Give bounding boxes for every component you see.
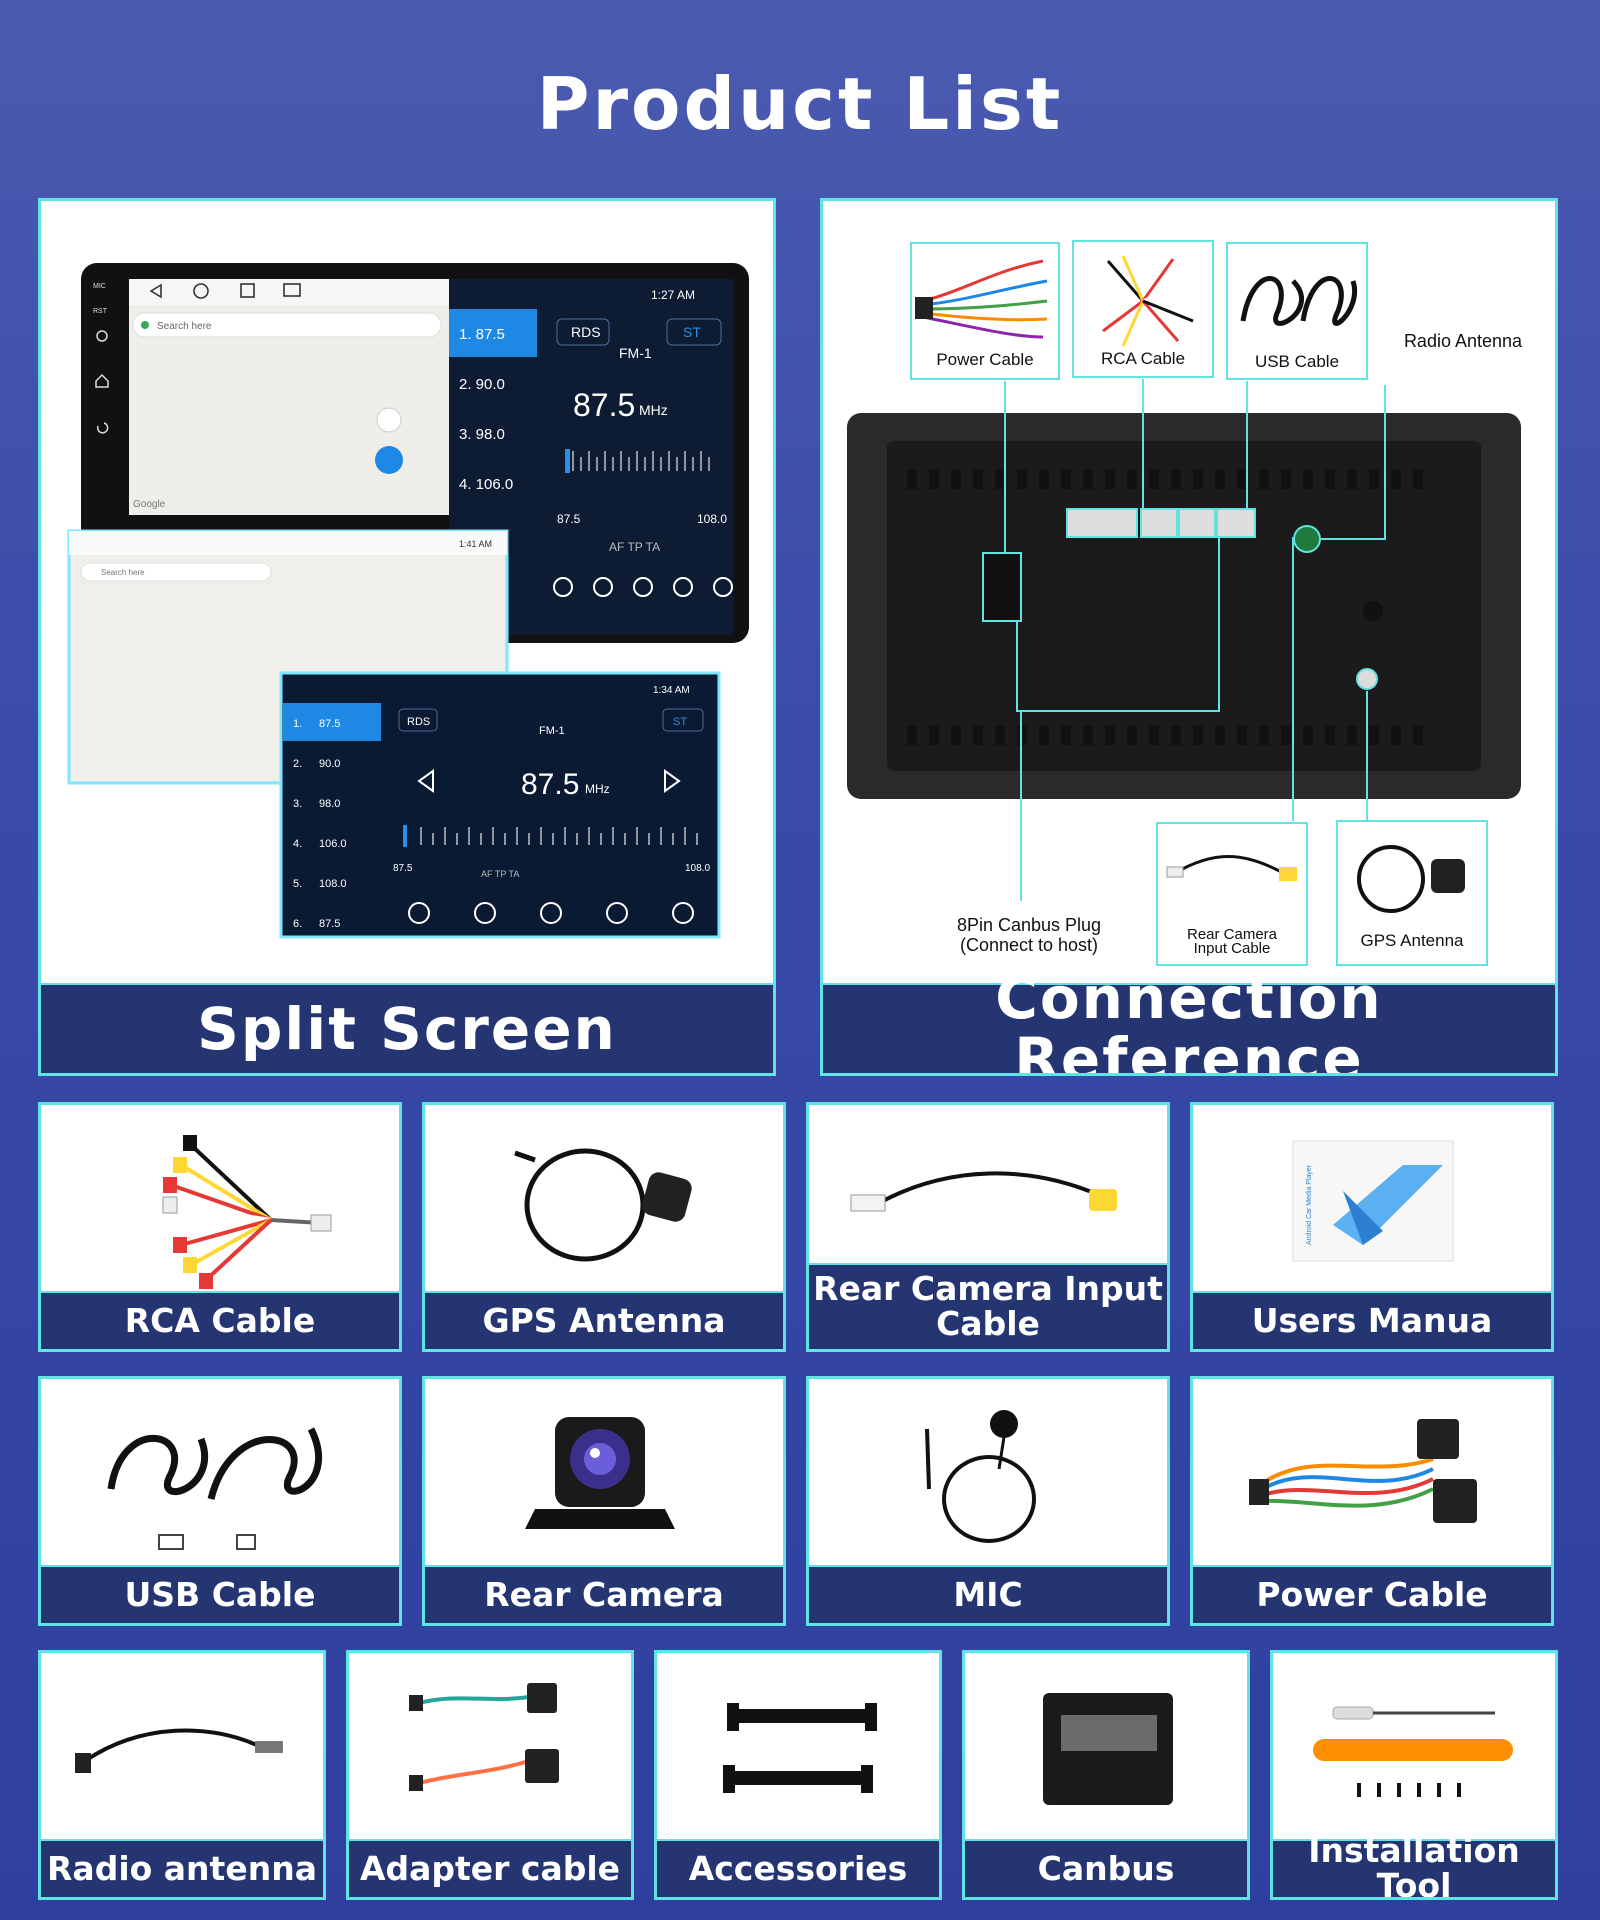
installation-tool-label: Installation Tool: [1273, 1834, 1555, 1897]
canbus-label: Canbus: [965, 1839, 1247, 1897]
accessories-label: Accessories: [657, 1839, 939, 1897]
preset3-idx-4: 4.: [293, 838, 302, 850]
gps-antenna-image: [425, 1105, 783, 1295]
manual-cover-text: Android Car Media Player: [1306, 1164, 1313, 1245]
product-gps-antenna: GPS Antenna: [422, 1102, 786, 1352]
page-title: Product List: [536, 62, 1064, 146]
freq-min-3: 87.5: [393, 863, 413, 874]
freq-unit-3: MHz: [585, 782, 610, 796]
preset3-val-4[interactable]: 106.0: [319, 838, 347, 850]
google-logo: Google: [133, 499, 166, 510]
clock-2: 1:41 AM: [459, 539, 492, 549]
conn-power-label: Power Cable: [936, 350, 1033, 369]
installation-tool-image: [1273, 1653, 1555, 1843]
preset3-idx-5: 5.: [293, 878, 302, 890]
radio-antenna-image: [41, 1653, 323, 1843]
product-canbus: Canbus: [962, 1650, 1250, 1900]
users-manual-image: Android Car Media Player: [1193, 1105, 1551, 1295]
conn-rearcam-label-1: Rear Camera: [1187, 926, 1278, 943]
connection-reference-card: Power Cable RCA Cable USB Cable Radio An…: [820, 198, 1558, 1076]
preset-3[interactable]: 3. 98.0: [459, 426, 505, 443]
split-screen-card: MIC RST Search here Google 1:27 AM 1. 87…: [38, 198, 776, 1076]
clock-1: 1:27 AM: [651, 288, 695, 302]
rds-button-1[interactable]: RDS: [571, 324, 601, 340]
preset3-idx-3: 3.: [293, 798, 302, 810]
clock-3: 1:34 AM: [653, 685, 690, 696]
radio-antenna-label: Radio antenna: [41, 1839, 323, 1897]
preset3-val-6[interactable]: 87.5: [319, 918, 340, 930]
conn-rearcam-label-2: Input Cable: [1194, 940, 1271, 957]
preset3-val-1[interactable]: 87.5: [319, 718, 340, 730]
freq-min-1: 87.5: [557, 512, 581, 526]
product-radio-antenna: Radio antenna: [38, 1650, 326, 1900]
freq-display-3: 87.5: [521, 768, 579, 801]
conn-gps-label: GPS Antenna: [1360, 931, 1464, 950]
band-label-3: FM-1: [539, 725, 565, 737]
product-users-manual: Android Car Media Player Users Manua: [1190, 1102, 1554, 1352]
rear-camera-label: Rear Camera: [425, 1565, 783, 1623]
product-rear-camera-input-cable: Rear Camera Input Cable: [806, 1102, 1170, 1352]
adapter-cable-image: [349, 1653, 631, 1843]
connection-diagram: Power Cable RCA Cable USB Cable Radio An…: [823, 201, 1555, 981]
preset3-idx-1: 1.: [293, 718, 302, 730]
rst-label: RST: [93, 308, 108, 315]
st-button-3[interactable]: ST: [673, 716, 687, 728]
rear-camera-cable-image: [809, 1105, 1167, 1275]
product-rca-cable: RCA Cable: [38, 1102, 402, 1352]
mic-label: MIC: [93, 283, 106, 290]
product-power-cable: Power Cable: [1190, 1376, 1554, 1626]
band-label-1: FM-1: [619, 345, 652, 361]
rds-flags-3: AF TP TA: [481, 869, 519, 879]
product-rear-camera: Rear Camera: [422, 1376, 786, 1626]
next-station-icon[interactable]: [664, 769, 681, 793]
preset3-idx-6: 6.: [293, 918, 302, 930]
usb-cable-image: [41, 1379, 399, 1569]
conn-rca-label: RCA Cable: [1101, 349, 1185, 368]
power-cable-label: Power Cable: [1193, 1565, 1551, 1623]
preset3-val-2[interactable]: 90.0: [319, 758, 340, 770]
users-manual-label: Users Manua: [1193, 1291, 1551, 1349]
preset3-val-5[interactable]: 108.0: [319, 878, 347, 890]
conn-radio-label: Radio Antenna: [1404, 331, 1523, 351]
rca-cable-image: [41, 1105, 399, 1295]
power-cable-image: [1193, 1379, 1551, 1569]
preset-2[interactable]: 2. 90.0: [459, 376, 505, 393]
preset3-val-3[interactable]: 98.0: [319, 798, 340, 810]
mic-image: [809, 1379, 1167, 1569]
product-usb-cable: USB Cable: [38, 1376, 402, 1626]
rds-flags-1: AF TP TA: [609, 540, 660, 554]
conn-canbus-label-2: (Connect to host): [960, 935, 1098, 955]
accessories-image: [657, 1653, 939, 1843]
product-accessories: Accessories: [654, 1650, 942, 1900]
st-button-1[interactable]: ST: [683, 324, 701, 340]
preset-4[interactable]: 4. 106.0: [459, 476, 513, 493]
usb-cable-label: USB Cable: [41, 1565, 399, 1623]
mic-label: MIC: [809, 1565, 1167, 1623]
map-search-input-2[interactable]: Search here: [101, 568, 145, 577]
rca-cable-label: RCA Cable: [41, 1291, 399, 1349]
adapter-cable-label: Adapter cable: [349, 1839, 631, 1897]
rds-button-3[interactable]: RDS: [407, 716, 430, 728]
canbus-image: [965, 1653, 1247, 1843]
preset-1[interactable]: 1. 87.5: [459, 326, 505, 343]
freq-max-3: 108.0: [685, 863, 710, 874]
map-search-input[interactable]: Search here: [157, 321, 212, 332]
product-adapter-cable: Adapter cable: [346, 1650, 634, 1900]
connection-reference-label: Connection Reference: [823, 968, 1555, 1073]
rear-camera-input-cable-label: Rear Camera Input Cable: [809, 1263, 1167, 1349]
preset3-idx-2: 2.: [293, 758, 302, 770]
gps-antenna-label: GPS Antenna: [425, 1291, 783, 1349]
split-screen-label: Split Screen: [41, 983, 773, 1073]
prev-station-icon[interactable]: [417, 769, 434, 793]
split-screen-illustration: MIC RST Search here Google 1:27 AM 1. 87…: [41, 201, 773, 981]
freq-unit-1: MHz: [639, 402, 668, 418]
product-installation-tool: Installation Tool: [1270, 1650, 1558, 1900]
conn-canbus-label-1: 8Pin Canbus Plug: [957, 915, 1101, 935]
freq-display-1: 87.5: [573, 387, 635, 423]
conn-usb-label: USB Cable: [1255, 352, 1339, 371]
freq-max-1: 108.0: [697, 512, 727, 526]
product-mic: MIC: [806, 1376, 1170, 1626]
rear-camera-image: [425, 1379, 783, 1569]
